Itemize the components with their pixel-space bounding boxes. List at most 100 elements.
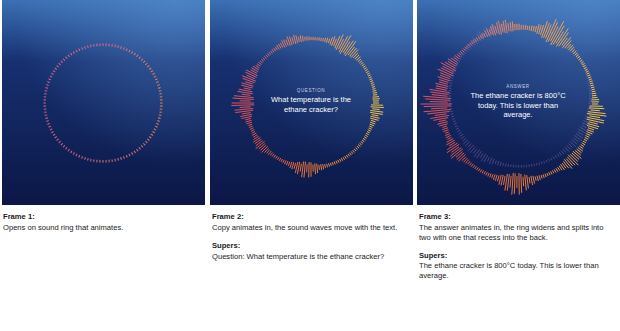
wave-stroke: [553, 157, 554, 159]
wave-stroke: [76, 154, 78, 156]
wave-stroke: [591, 87, 594, 89]
wave-stroke: [493, 175, 495, 180]
wave-stroke: [428, 112, 449, 114]
wave-stroke: [518, 174, 519, 195]
wave-stroke: [120, 158, 122, 160]
wave-stroke: [44, 96, 46, 97]
wave-stroke: [526, 165, 527, 167]
wave-stroke: [583, 66, 585, 67]
wave-stroke: [460, 134, 463, 136]
wave-stroke: [268, 54, 270, 56]
wave-stroke: [328, 164, 330, 167]
wave-stroke: [536, 163, 537, 165]
wave-stroke: [373, 92, 376, 94]
wave-stroke: [556, 169, 558, 172]
wave-stroke: [471, 42, 472, 44]
wave-stroke: [285, 161, 286, 164]
wave-stroke: [369, 128, 371, 129]
wave-stroke: [111, 45, 112, 47]
wave-stroke: [468, 45, 472, 49]
caption-text: Copy animates in, the sound waves move w…: [212, 223, 408, 233]
wave-stroke: [61, 61, 62, 62]
wave-stroke: [302, 162, 304, 177]
wave-stroke: [519, 24, 520, 30]
wave-stroke: [153, 73, 155, 75]
wave-stroke: [475, 167, 476, 169]
wave-stroke: [457, 54, 460, 56]
wave-stroke: [463, 49, 465, 51]
wave-stroke: [300, 36, 302, 42]
wave-stroke: [351, 152, 352, 154]
wave-stroke: [504, 176, 505, 184]
wave-stroke: [458, 130, 460, 131]
wave-stroke: [461, 56, 463, 57]
wave-stroke: [468, 162, 470, 164]
wave-stroke: [134, 151, 136, 152]
wave-stroke: [586, 136, 589, 137]
wave-stroke: [259, 63, 261, 65]
wave-stroke: [588, 128, 593, 130]
wave-stroke: [373, 90, 376, 92]
wave-stroke: [360, 61, 362, 63]
wave-stroke: [306, 165, 307, 172]
wave-stroke: [160, 93, 162, 94]
wave-stroke: [269, 52, 270, 54]
wave-stroke: [475, 39, 476, 41]
wave-stroke: [488, 158, 490, 161]
wave-stroke: [268, 151, 271, 154]
wave-stroke: [371, 122, 375, 123]
wave-stroke: [45, 90, 47, 91]
wave-stroke: [468, 144, 471, 147]
wave-stroke: [117, 159, 119, 161]
wave-stroke: [463, 139, 466, 141]
wave-stroke: [584, 139, 586, 140]
wave-stroke: [158, 84, 160, 86]
wave-stroke: [480, 170, 481, 172]
wave-stroke: [73, 52, 75, 54]
wave-stroke: [456, 125, 458, 127]
wave-stroke: [451, 111, 453, 112]
wave-stroke: [242, 94, 250, 95]
caption-text: Opens on sound ring that animates.: [3, 223, 199, 233]
wave-stroke: [580, 60, 582, 62]
wave-stroke: [470, 43, 472, 46]
wave-stroke: [591, 110, 599, 112]
wave-stroke: [93, 160, 94, 162]
wave-stroke: [240, 106, 250, 108]
wave-stroke: [589, 107, 603, 109]
wave-stroke: [371, 106, 383, 108]
wave-stroke: [286, 40, 288, 45]
wave-stroke: [550, 158, 552, 160]
wave-stroke: [320, 38, 321, 41]
wave-stroke: [52, 73, 54, 75]
wave-stroke: [159, 114, 161, 115]
wave-stroke: [148, 66, 149, 67]
wave-stroke: [251, 130, 253, 131]
wave-stroke: [495, 27, 497, 34]
wave-stroke: [70, 53, 72, 54]
wave-stroke: [592, 91, 595, 92]
wave-stroke: [459, 58, 461, 59]
wave-stroke: [308, 37, 309, 40]
wave-stroke: [456, 65, 458, 67]
wave-stroke: [362, 140, 364, 141]
wave-stroke: [451, 80, 453, 81]
wave-stroke: [565, 41, 571, 48]
wave-stroke: [324, 38, 326, 41]
wave-stroke: [370, 126, 373, 127]
wave-stroke: [549, 173, 550, 175]
wave-stroke: [508, 24, 510, 31]
wave-stroke: [448, 143, 458, 149]
wave-stroke: [454, 123, 456, 125]
wave-stroke: [274, 155, 275, 157]
wave-stroke: [529, 177, 531, 183]
wave-stroke: [460, 52, 462, 54]
wave-stroke: [551, 22, 564, 45]
wave-stroke: [510, 176, 511, 187]
wave-stroke: [474, 150, 479, 157]
wave-stroke: [144, 61, 145, 62]
wave-stroke: [589, 122, 597, 124]
sound-rings: [44, 19, 606, 194]
wave-stroke: [591, 85, 593, 87]
wave-stroke: [466, 142, 470, 146]
